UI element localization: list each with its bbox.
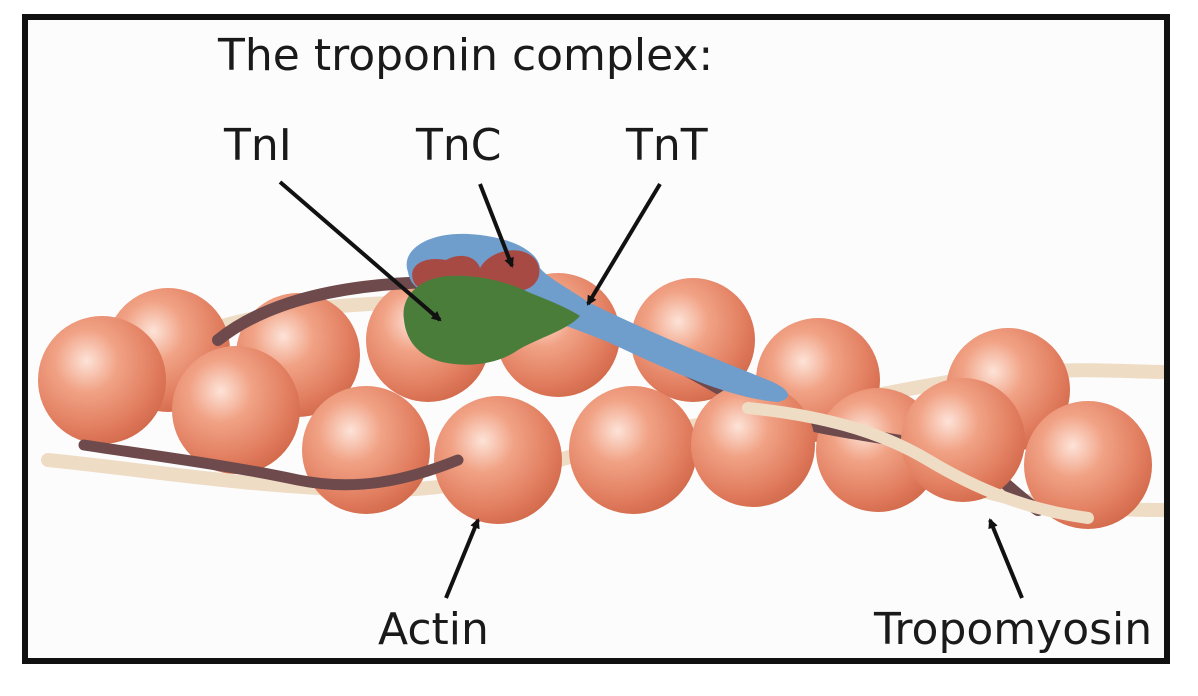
tropomyosin-dark-strand-front [78,439,464,491]
diagram-title: The troponin complex: [218,30,714,81]
diagram-frame: The troponin complex: TnI TnC TnT Actin … [22,14,1170,664]
tnt-label: TnT [626,120,708,171]
tropomyosin-light-strand-front [742,402,1094,524]
tnc-label: TnC [416,120,502,171]
actin-bead [901,378,1025,502]
actin-bead [38,316,166,444]
actin-label: Actin [378,604,489,655]
troponin-diagram [38,180,1164,599]
tni-arrow [278,180,442,322]
tnc-arrow [478,183,514,268]
tropomyosin-arrow [988,518,1024,599]
actin-bead [569,386,697,514]
tni-label: TnI [224,120,292,171]
actin-bead [302,386,430,514]
tropomyosin-label: Tropomyosin [874,604,1153,655]
actin-arrow [444,518,480,599]
tnt-arrow [586,182,662,306]
actin-bead [691,383,815,507]
tni-subunit [403,275,580,365]
actin-bead [172,346,300,474]
actin-bead [1024,401,1152,529]
actin-bead [434,396,562,524]
